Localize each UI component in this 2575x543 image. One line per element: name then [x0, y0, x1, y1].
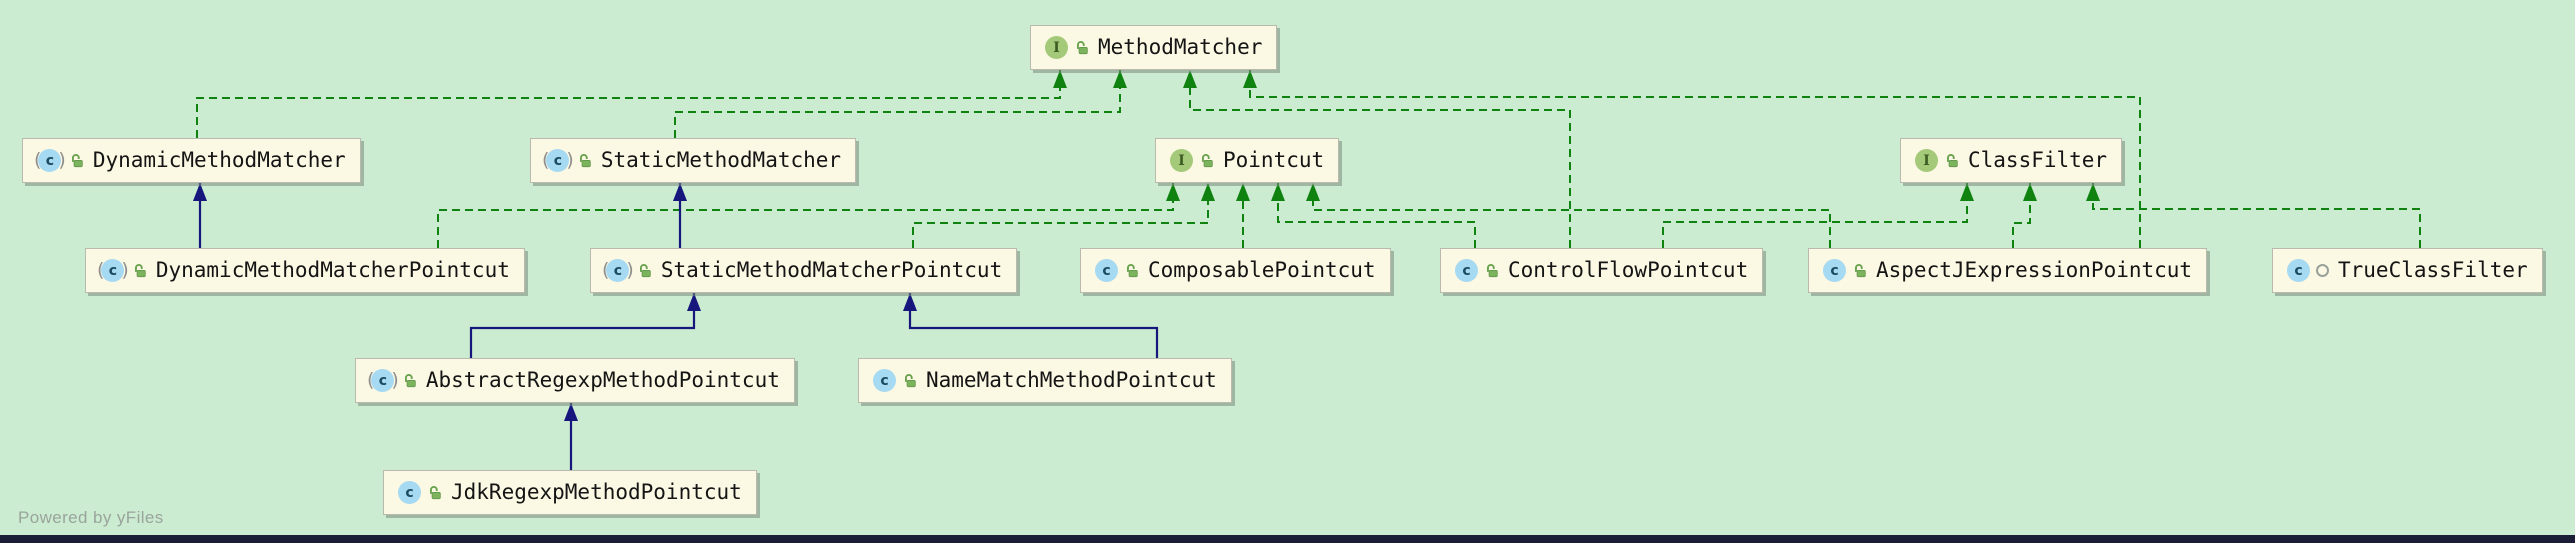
edge-implements-AspectJExpressionPointcut-to-ClassFilter: [2012, 183, 2037, 248]
node-icons: I: [1915, 149, 1959, 172]
interface-node-ClassFilter[interactable]: I ClassFilter: [1900, 138, 2123, 183]
edge-extends-NameMatchMethodPointcut-to-StaticMethodMatcherPointcut: [903, 293, 1159, 358]
package-visibility-icon: [2316, 264, 2329, 277]
class-icon: c: [398, 481, 421, 504]
class-node-ComposablePointcut[interactable]: c ComposablePointcut: [1080, 248, 1391, 293]
edge-implements-DynamicMethodMatcherPointcut-to-Pointcut: [437, 183, 1180, 248]
class-node-TrueClassFilter[interactable]: c TrueClassFilter: [2272, 248, 2543, 293]
edge-implements-StaticMethodMatcherPointcut-to-Pointcut: [912, 183, 1215, 248]
class-node-ControlFlowPointcut[interactable]: c ControlFlowPointcut: [1440, 248, 1764, 293]
abstract-class-icon: (c): [34, 148, 66, 172]
edge-implements-ControlFlowPointcut-to-Pointcut: [1271, 183, 1476, 248]
node-label: NameMatchMethodPointcut: [926, 367, 1217, 392]
node-label: StaticMethodMatcherPointcut: [660, 257, 1003, 282]
abstract-marker: (: [34, 148, 42, 171]
abstract-marker: ): [58, 148, 66, 171]
edge-implements-ControlFlowPointcut-to-ClassFilter: [1662, 183, 1974, 248]
node-icons: c: [1455, 259, 1499, 282]
node-label: ComposablePointcut: [1148, 257, 1376, 282]
node-icons: (c): [542, 148, 592, 172]
node-label: TrueClassFilter: [2338, 257, 2528, 282]
node-label: MethodMatcher: [1098, 34, 1263, 59]
public-visibility-lock-icon: [404, 374, 416, 388]
class-node-StaticMethodMatcherPointcut[interactable]: (c) StaticMethodMatcherPointcut: [590, 248, 1018, 293]
class-node-DynamicMethodMatcher[interactable]: (c) DynamicMethodMatcher: [22, 138, 361, 183]
class-node-NameMatchMethodPointcut[interactable]: c NameMatchMethodPointcut: [858, 358, 1232, 403]
interface-node-Pointcut[interactable]: I Pointcut: [1155, 138, 1340, 183]
class-node-StaticMethodMatcher[interactable]: (c) StaticMethodMatcher: [530, 138, 857, 183]
class-node-DynamicMethodMatcherPointcut[interactable]: (c) DynamicMethodMatcherPointcut: [85, 248, 525, 293]
interface-icon: I: [1045, 36, 1068, 59]
abstract-class-icon: c: [38, 149, 62, 172]
node-label: ClassFilter: [1968, 147, 2108, 172]
abstract-marker: ): [626, 258, 634, 281]
node-icons: (c): [34, 148, 84, 172]
public-visibility-lock-icon: [134, 264, 146, 278]
abstract-class-icon: (c): [367, 368, 399, 392]
node-label: AspectJExpressionPointcut: [1876, 257, 2193, 282]
node-icons: I: [1170, 149, 1214, 172]
node-icons: c: [1095, 259, 1139, 282]
yfiles-watermark: Powered by yFiles: [18, 508, 164, 527]
node-icons: I: [1045, 36, 1089, 59]
node-icons: (c): [602, 258, 652, 282]
node-icons: c: [873, 369, 917, 392]
abstract-marker: (: [367, 368, 375, 391]
abstract-class-icon: c: [101, 259, 125, 282]
abstract-marker: ): [566, 148, 574, 171]
node-label: DynamicMethodMatcherPointcut: [155, 257, 510, 282]
abstract-class-icon: c: [371, 369, 395, 392]
node-label: DynamicMethodMatcher: [92, 147, 346, 172]
edge-implements-TrueClassFilter-to-ClassFilter: [2086, 183, 2421, 248]
edge-implements-DynamicMethodMatcher-to-MethodMatcher: [196, 70, 1067, 138]
edge-implements-AspectJExpressionPointcut-to-Pointcut: [1306, 183, 1831, 248]
node-icons: (c): [97, 258, 147, 282]
abstract-class-icon: (c): [542, 148, 574, 172]
class-icon: c: [2287, 259, 2310, 282]
edge-implements-StaticMethodMatcher-to-MethodMatcher: [674, 70, 1127, 138]
class-icon: c: [1455, 259, 1478, 282]
interface-icon: I: [1915, 149, 1938, 172]
public-visibility-lock-icon: [1487, 264, 1498, 278]
node-label: JdkRegexpMethodPointcut: [451, 479, 742, 504]
abstract-marker: (: [542, 148, 550, 171]
class-icon: c: [1095, 259, 1118, 282]
node-icons: c: [1823, 259, 1867, 282]
public-visibility-lock-icon: [639, 264, 651, 278]
public-visibility-lock-icon: [1855, 264, 1866, 278]
class-node-AbstractRegexpMethodPointcut[interactable]: (c) AbstractRegexpMethodPointcut: [355, 358, 795, 403]
abstract-class-icon: (c): [97, 258, 129, 282]
bottom-bar: [0, 535, 2575, 543]
abstract-class-icon: c: [606, 259, 630, 282]
class-icon: c: [1823, 259, 1846, 282]
public-visibility-lock-icon: [1947, 154, 1958, 168]
abstract-marker: (: [97, 258, 105, 281]
class-icon: c: [873, 369, 896, 392]
public-visibility-lock-icon: [579, 154, 591, 168]
public-visibility-lock-icon: [71, 154, 83, 168]
node-label: StaticMethodMatcher: [600, 147, 842, 172]
abstract-marker: (: [602, 258, 610, 281]
node-label: ControlFlowPointcut: [1508, 257, 1749, 282]
node-icons: c: [398, 481, 442, 504]
abstract-marker: ): [391, 368, 399, 391]
public-visibility-lock-icon: [905, 374, 916, 388]
abstract-class-icon: c: [546, 149, 570, 172]
abstract-marker: ): [121, 258, 129, 281]
abstract-class-icon: (c): [602, 258, 634, 282]
class-node-JdkRegexpMethodPointcut[interactable]: c JdkRegexpMethodPointcut: [383, 470, 757, 515]
interface-node-MethodMatcher[interactable]: I MethodMatcher: [1030, 25, 1278, 70]
node-icons: c: [2287, 259, 2329, 282]
edge-extends-AbstractRegexpMethodPointcut-to-StaticMethodMatcherPointcut: [469, 293, 701, 358]
public-visibility-lock-icon: [1127, 264, 1138, 278]
node-label: Pointcut: [1223, 147, 1325, 172]
node-icons: (c): [367, 368, 417, 392]
node-label: AbstractRegexpMethodPointcut: [425, 367, 780, 392]
public-visibility-lock-icon: [430, 486, 441, 500]
class-node-AspectJExpressionPointcut[interactable]: c AspectJExpressionPointcut: [1808, 248, 2208, 293]
interface-icon: I: [1170, 149, 1193, 172]
public-visibility-lock-icon: [1202, 154, 1213, 168]
public-visibility-lock-icon: [1077, 41, 1088, 55]
